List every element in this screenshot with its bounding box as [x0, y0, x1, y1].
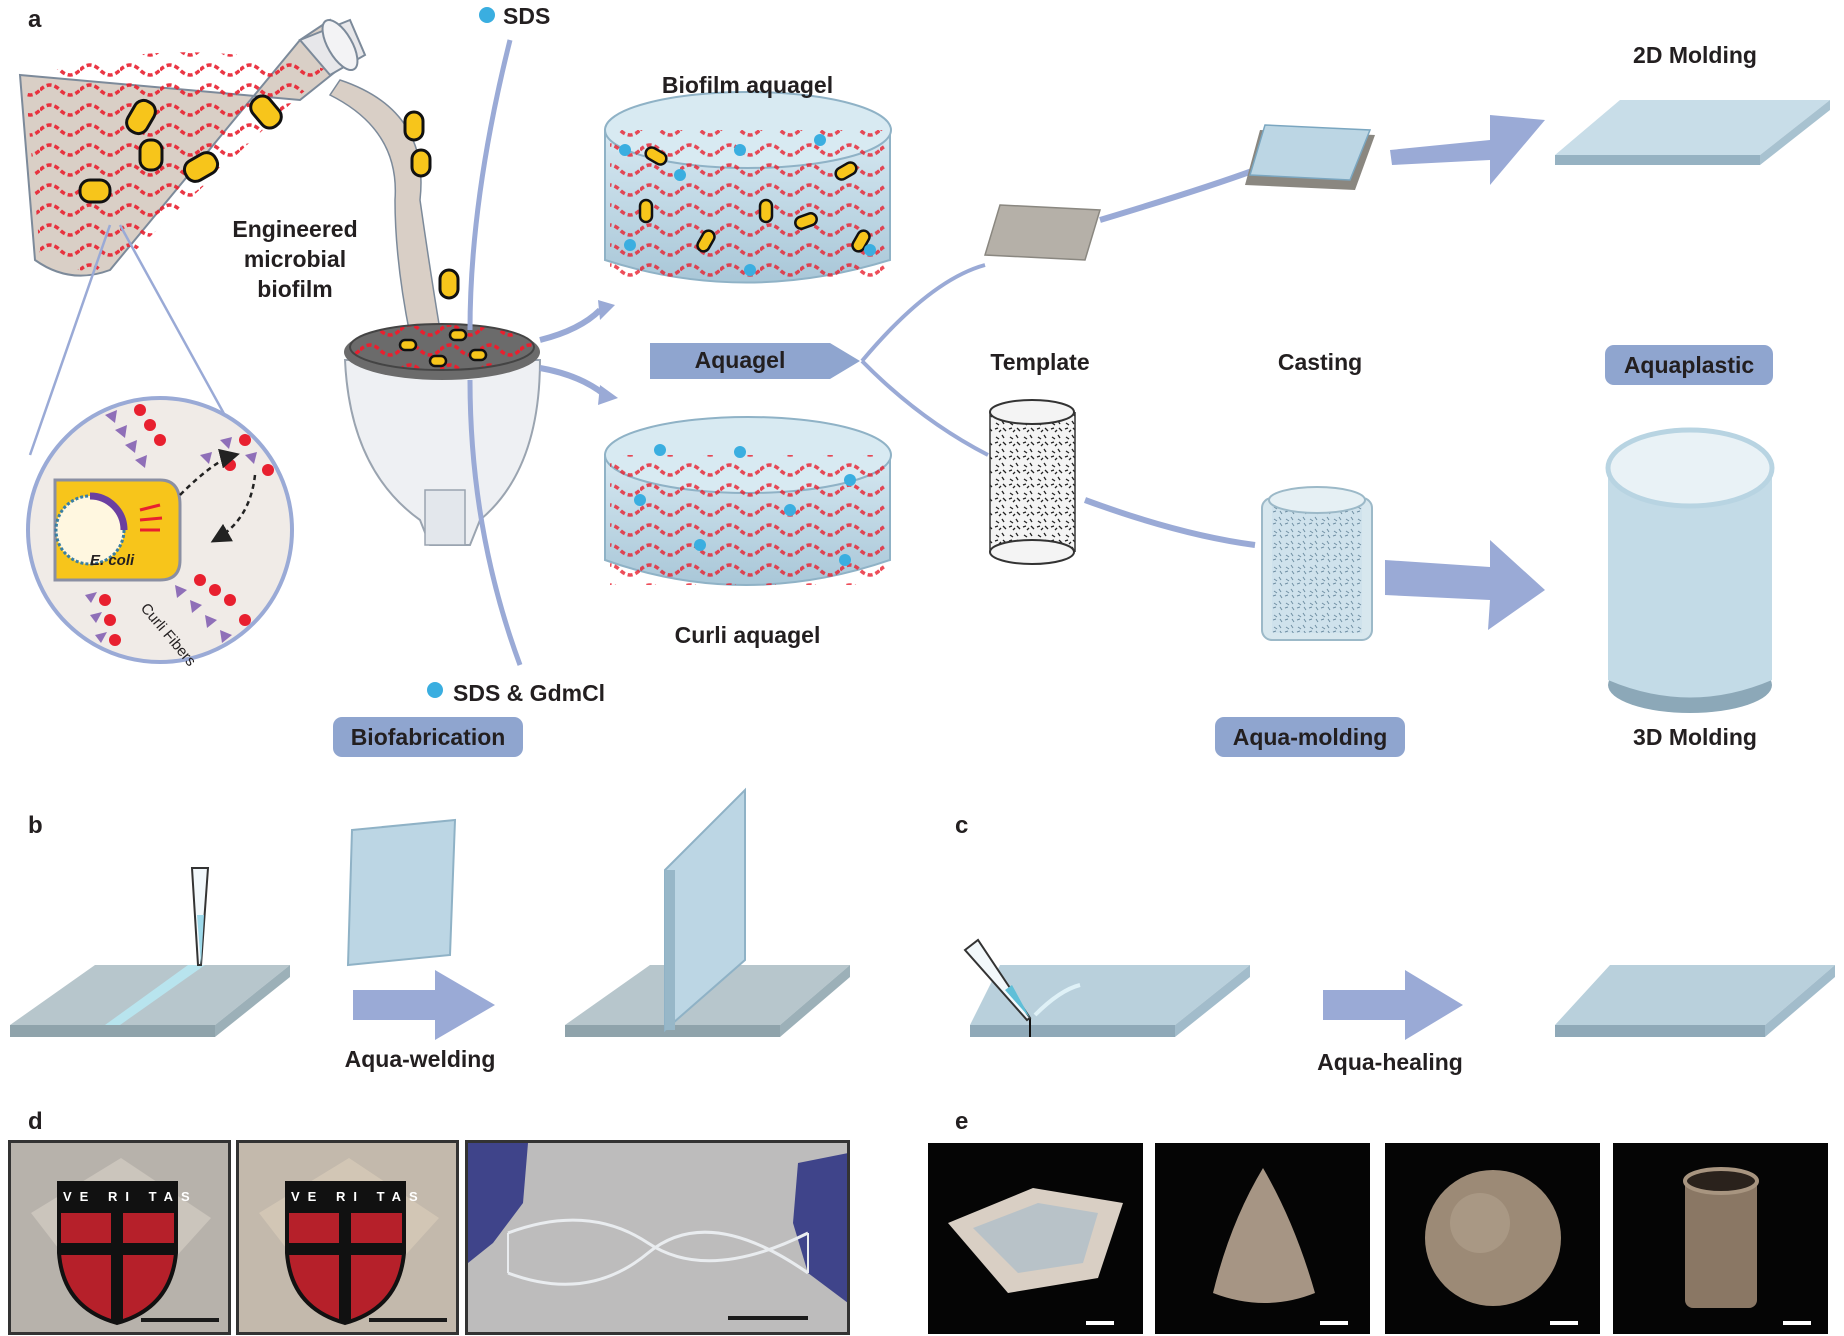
biofilm-line: biofilm	[257, 276, 333, 302]
scale-bar	[728, 1316, 808, 1320]
molding-2d-plate	[1555, 100, 1830, 165]
biofilm-aquagel-disk	[604, 91, 892, 284]
twisted-film-graphic	[468, 1143, 847, 1303]
aquaplastic-pill: Aquaplastic	[1605, 345, 1773, 385]
template-sheet	[984, 204, 1101, 261]
twisted-film-photo	[465, 1140, 850, 1335]
template-label: Template	[990, 349, 1090, 375]
scale-bar	[1783, 1321, 1811, 1325]
casting-sheet	[1245, 124, 1375, 190]
aqua-molding-cylinder	[1261, 486, 1373, 641]
curli-aquagel-disk	[604, 416, 892, 586]
aquagel-label: Aquagel	[694, 347, 786, 373]
curli-aquagel-label: Curli aquagel	[674, 622, 821, 648]
engineered-biofilm-label: Engineered microbial biofilm	[220, 214, 370, 304]
molding-3d-cylinder	[1605, 427, 1775, 713]
shield-graphic-1	[31, 1158, 211, 1326]
healing-arrow	[1323, 970, 1463, 1040]
shield-text-1: VE RI TAS	[63, 1189, 198, 1204]
panel-label-c: c	[955, 812, 969, 839]
pipette-tip-b	[190, 867, 210, 966]
molded-tray-photo	[928, 1143, 1143, 1334]
sphere-graphic	[1425, 1170, 1561, 1306]
pipette-tip-c	[963, 938, 1032, 1022]
scale-bar	[1086, 1321, 1114, 1325]
welding-loose-sheet	[346, 818, 457, 967]
zoom-inset	[26, 396, 294, 664]
arrow-to-3d	[1385, 540, 1545, 630]
shield-photo-1: VE RI TAS	[8, 1140, 231, 1335]
scale-bar	[1550, 1321, 1578, 1325]
tray-graphic	[948, 1188, 1123, 1293]
shield-text-2: VE RI TAS	[291, 1189, 426, 1204]
shield-graphic-2	[259, 1158, 439, 1326]
aqua-welding-label: Aqua-welding	[344, 1046, 496, 1072]
healing-plate-left	[970, 965, 1250, 1037]
falling-cells	[403, 110, 460, 300]
panel-label-a: a	[28, 6, 42, 33]
engineered-line: Engineered	[232, 216, 358, 242]
arrow-to-2d	[1390, 115, 1545, 185]
shield-word-ve: VE	[291, 1189, 325, 1204]
sds-gdmcl-label: SDS & GdmCl	[453, 680, 606, 706]
aqua-healing-label: Aqua-healing	[1317, 1049, 1463, 1075]
sds-dot	[479, 7, 495, 23]
biofilm-aquagel-label: Biofilm aquagel	[661, 72, 834, 98]
biofabrication-pill: Biofabrication	[333, 717, 523, 757]
scale-bar	[141, 1318, 219, 1322]
casting-label: Casting	[1277, 349, 1363, 375]
shield-word-tas: TAS	[376, 1189, 426, 1204]
scale-bar	[1320, 1321, 1348, 1325]
tube-graphic	[1683, 1167, 1759, 1308]
shield-photo-2: VE RI TAS	[236, 1140, 459, 1335]
molding-2d-label: 2D Molding	[1633, 42, 1757, 68]
panel-label-d: d	[28, 1108, 43, 1135]
molding-3d-label: 3D Molding	[1633, 724, 1757, 750]
molded-sphere-photo	[1385, 1143, 1600, 1334]
welding-plate-left	[10, 965, 290, 1037]
shield-word-ve: VE	[63, 1189, 97, 1204]
sds-label: SDS	[503, 3, 551, 29]
shield-word-tas: TAS	[148, 1189, 198, 1204]
sds-gdmcl-line	[467, 379, 523, 666]
flask	[18, 18, 367, 277]
sds-line	[467, 39, 513, 331]
welded-result	[565, 787, 850, 1037]
shield-word-ri: RI	[107, 1189, 137, 1204]
scale-bar	[369, 1318, 447, 1322]
ecoli-label: E. coli	[90, 552, 135, 569]
filter-funnel	[343, 323, 542, 546]
sds-gdmcl-dot	[427, 682, 443, 698]
molded-tube-photo	[1613, 1143, 1828, 1334]
cone-graphic	[1213, 1168, 1315, 1303]
molded-cone-photo	[1155, 1143, 1370, 1334]
healed-plate	[1555, 965, 1835, 1037]
microbial-line: microbial	[243, 246, 347, 272]
aqua-molding-pill: Aqua-molding	[1215, 717, 1405, 757]
template-cylinder	[989, 399, 1076, 565]
panel-label-e: e	[955, 1108, 969, 1135]
shield-word-ri: RI	[335, 1189, 365, 1204]
aquagel-arrow-shape	[650, 343, 860, 379]
welding-arrow	[353, 970, 495, 1040]
panel-label-b: b	[28, 812, 43, 839]
